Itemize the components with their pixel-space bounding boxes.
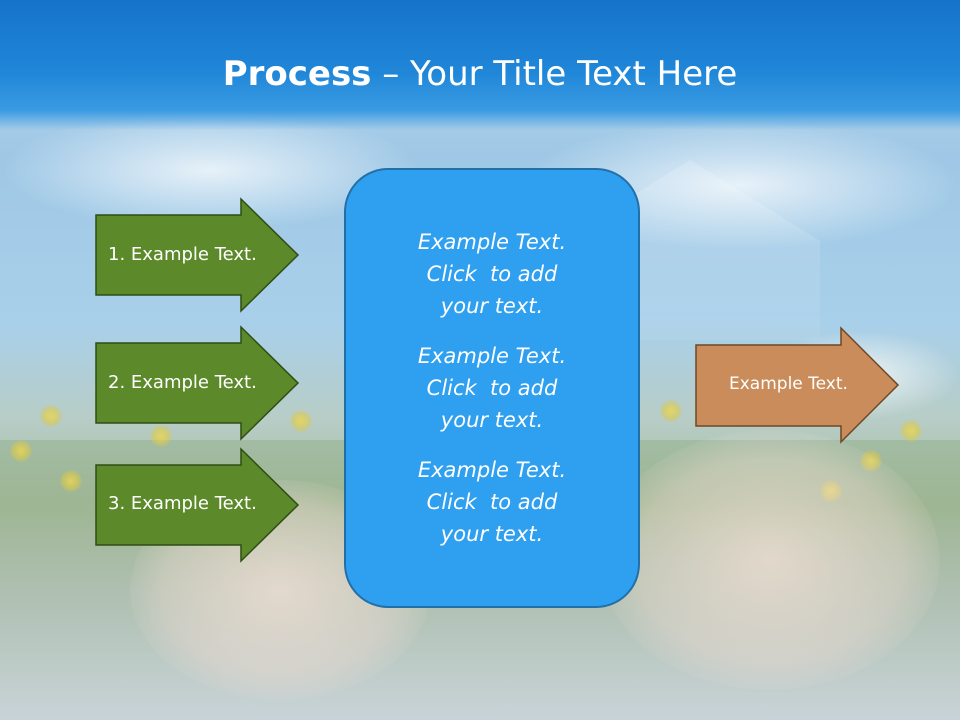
header-band <box>0 0 960 130</box>
center-line: Click to add <box>426 376 558 400</box>
center-paragraph-3: Example Text. Click to add your text. <box>418 454 566 550</box>
background-flower <box>40 405 62 427</box>
arrow-shape-2[interactable] <box>95 325 300 441</box>
background-flower <box>860 450 882 472</box>
background-flower <box>660 400 682 422</box>
center-line: Click to add <box>426 262 558 286</box>
background-face <box>600 430 940 690</box>
title-bold: Process <box>222 54 372 94</box>
arrow-shape-right[interactable] <box>695 326 900 444</box>
center-line: your text. <box>440 522 544 546</box>
arrow-shape-1[interactable] <box>95 197 300 313</box>
center-paragraph-2: Example Text. Click to add your text. <box>418 340 566 436</box>
center-line: your text. <box>440 408 544 432</box>
title-rest: – Your Title Text Here <box>371 54 738 94</box>
center-line: Example Text. <box>417 458 567 482</box>
center-line: Click to add <box>426 490 558 514</box>
arrow-label-right: Example Text. <box>729 374 848 394</box>
arrow-label-2: 2. Example Text. <box>108 372 257 393</box>
arrow-shape-3[interactable] <box>95 447 300 563</box>
background-flower <box>60 470 82 492</box>
background-flower <box>820 480 842 502</box>
slide-title[interactable]: Process – Your Title Text Here <box>0 52 960 96</box>
center-line: Example Text. <box>417 230 567 254</box>
arrow-label-1: 1. Example Text. <box>108 244 257 265</box>
center-line: your text. <box>440 294 544 318</box>
center-paragraph-1: Example Text. Click to add your text. <box>418 226 566 322</box>
center-line: Example Text. <box>417 344 567 368</box>
arrow-label-3: 3. Example Text. <box>108 493 257 514</box>
center-text-box[interactable]: Example Text. Click to add your text. Ex… <box>344 168 640 608</box>
background-flower <box>900 420 922 442</box>
background-flower <box>10 440 32 462</box>
